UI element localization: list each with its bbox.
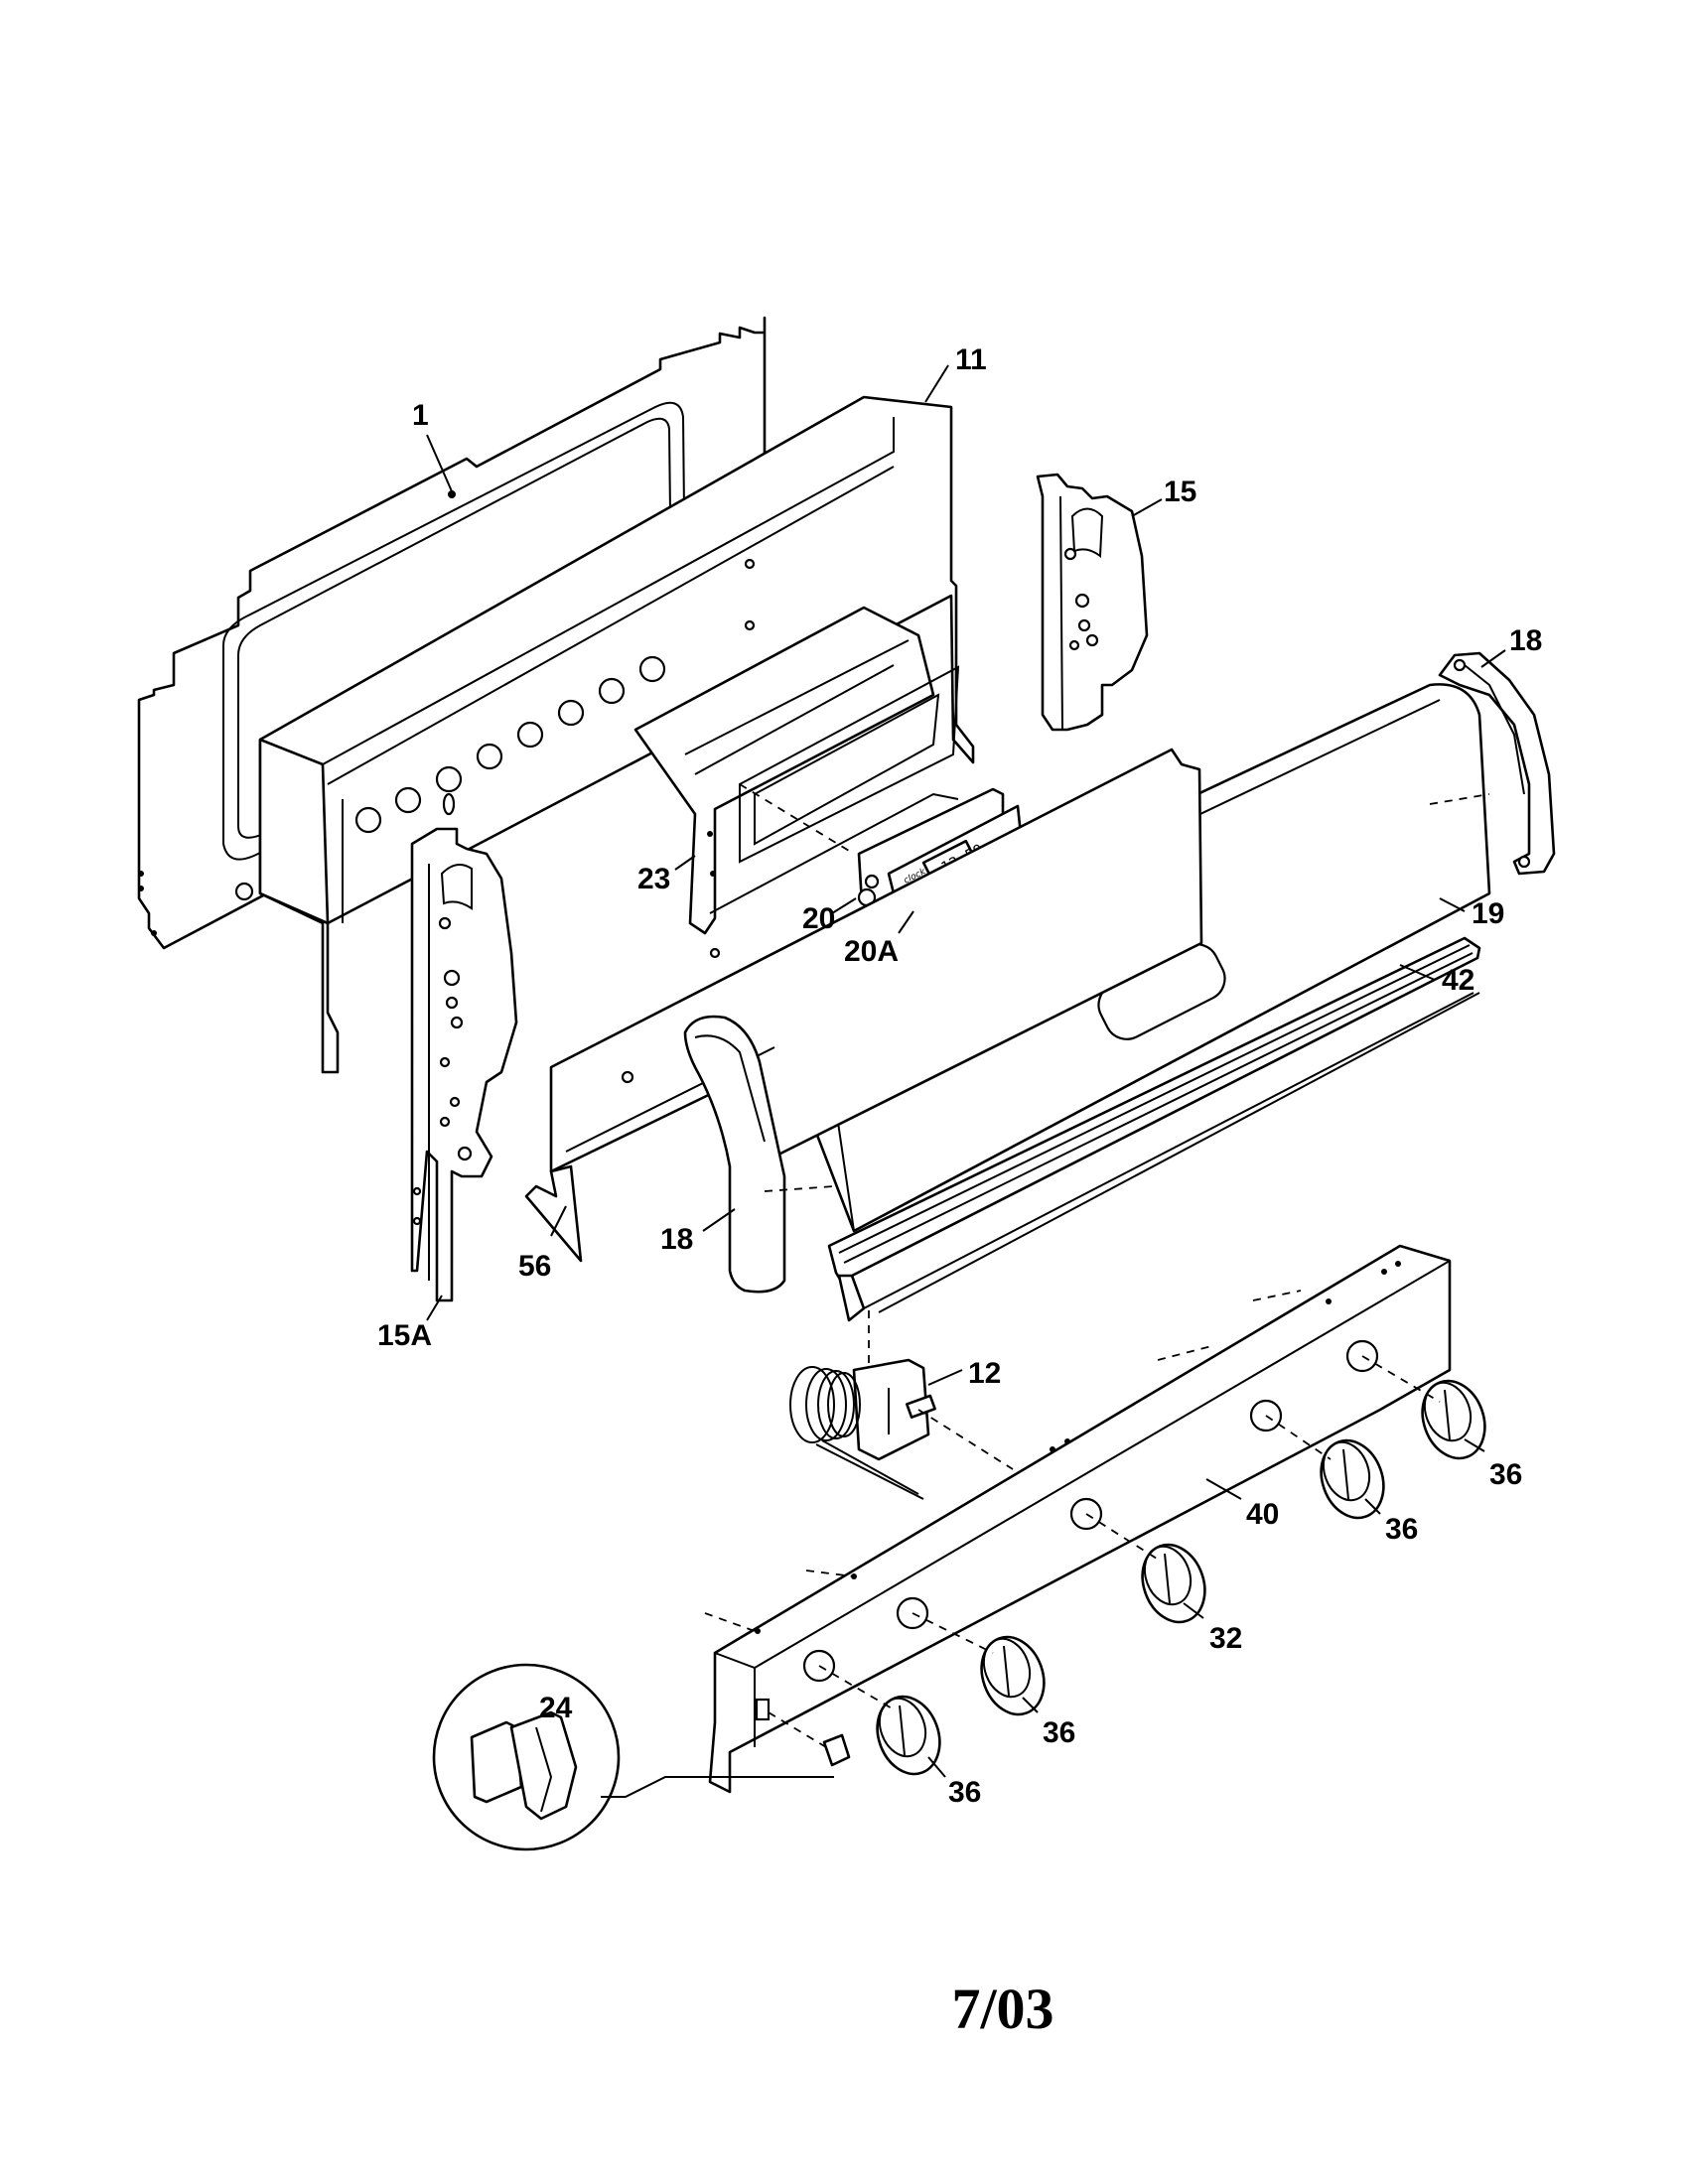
callout-36-b: 36 [1043, 1716, 1075, 1749]
part-15-side-bracket [1036, 473, 1149, 732]
part-23-display-bracket [633, 606, 960, 935]
callout-32: 32 [1209, 1622, 1242, 1655]
callout-19: 19 [1472, 897, 1504, 930]
callout-23: 23 [637, 863, 670, 895]
callout-18-right: 18 [1509, 624, 1542, 657]
date-stamp: 7/03 [951, 1977, 1054, 2041]
knob-36-c [1320, 1438, 1385, 1520]
part-24-switch-inset [432, 1663, 834, 1851]
callout-18-left: 18 [660, 1223, 693, 1256]
part-42-trim-strip [827, 936, 1481, 1322]
callout-15a: 15A [377, 1319, 432, 1352]
part-40-control-panel [708, 1244, 1452, 1794]
part-18-end-cap-right [1438, 651, 1556, 876]
part-11-control-housing [258, 395, 975, 1074]
knob-32 [1141, 1543, 1206, 1624]
knob-36-a [876, 1695, 941, 1776]
knob-36-d [1421, 1379, 1486, 1460]
callout-20: 20 [802, 902, 835, 935]
callout-1: 1 [412, 399, 429, 432]
part-12-thermostat [789, 1358, 936, 1500]
callout-40: 40 [1246, 1498, 1279, 1531]
callout-11: 11 [955, 343, 987, 376]
knob-36-b [980, 1635, 1046, 1716]
part-18-end-cap-left [683, 1015, 786, 1294]
leader-lines [426, 364, 1506, 1778]
callout-20a: 20A [844, 935, 899, 968]
alignment-lines [704, 783, 1490, 1748]
switch-small [822, 1733, 851, 1767]
callout-15: 15 [1164, 476, 1196, 508]
callout-42: 42 [1442, 964, 1474, 997]
callout-56: 56 [518, 1250, 551, 1283]
callout-12: 12 [968, 1357, 1001, 1390]
callout-36-c: 36 [1385, 1513, 1418, 1546]
callout-36-a: 36 [948, 1776, 981, 1809]
callout-24: 24 [539, 1692, 573, 1724]
callout-36-d: 36 [1489, 1458, 1522, 1491]
part-15a-side-bracket [410, 827, 518, 1302]
callout-labels: 1 11 15 18 23 20 20A 19 42 56 18 15A 12 … [377, 343, 1542, 1809]
